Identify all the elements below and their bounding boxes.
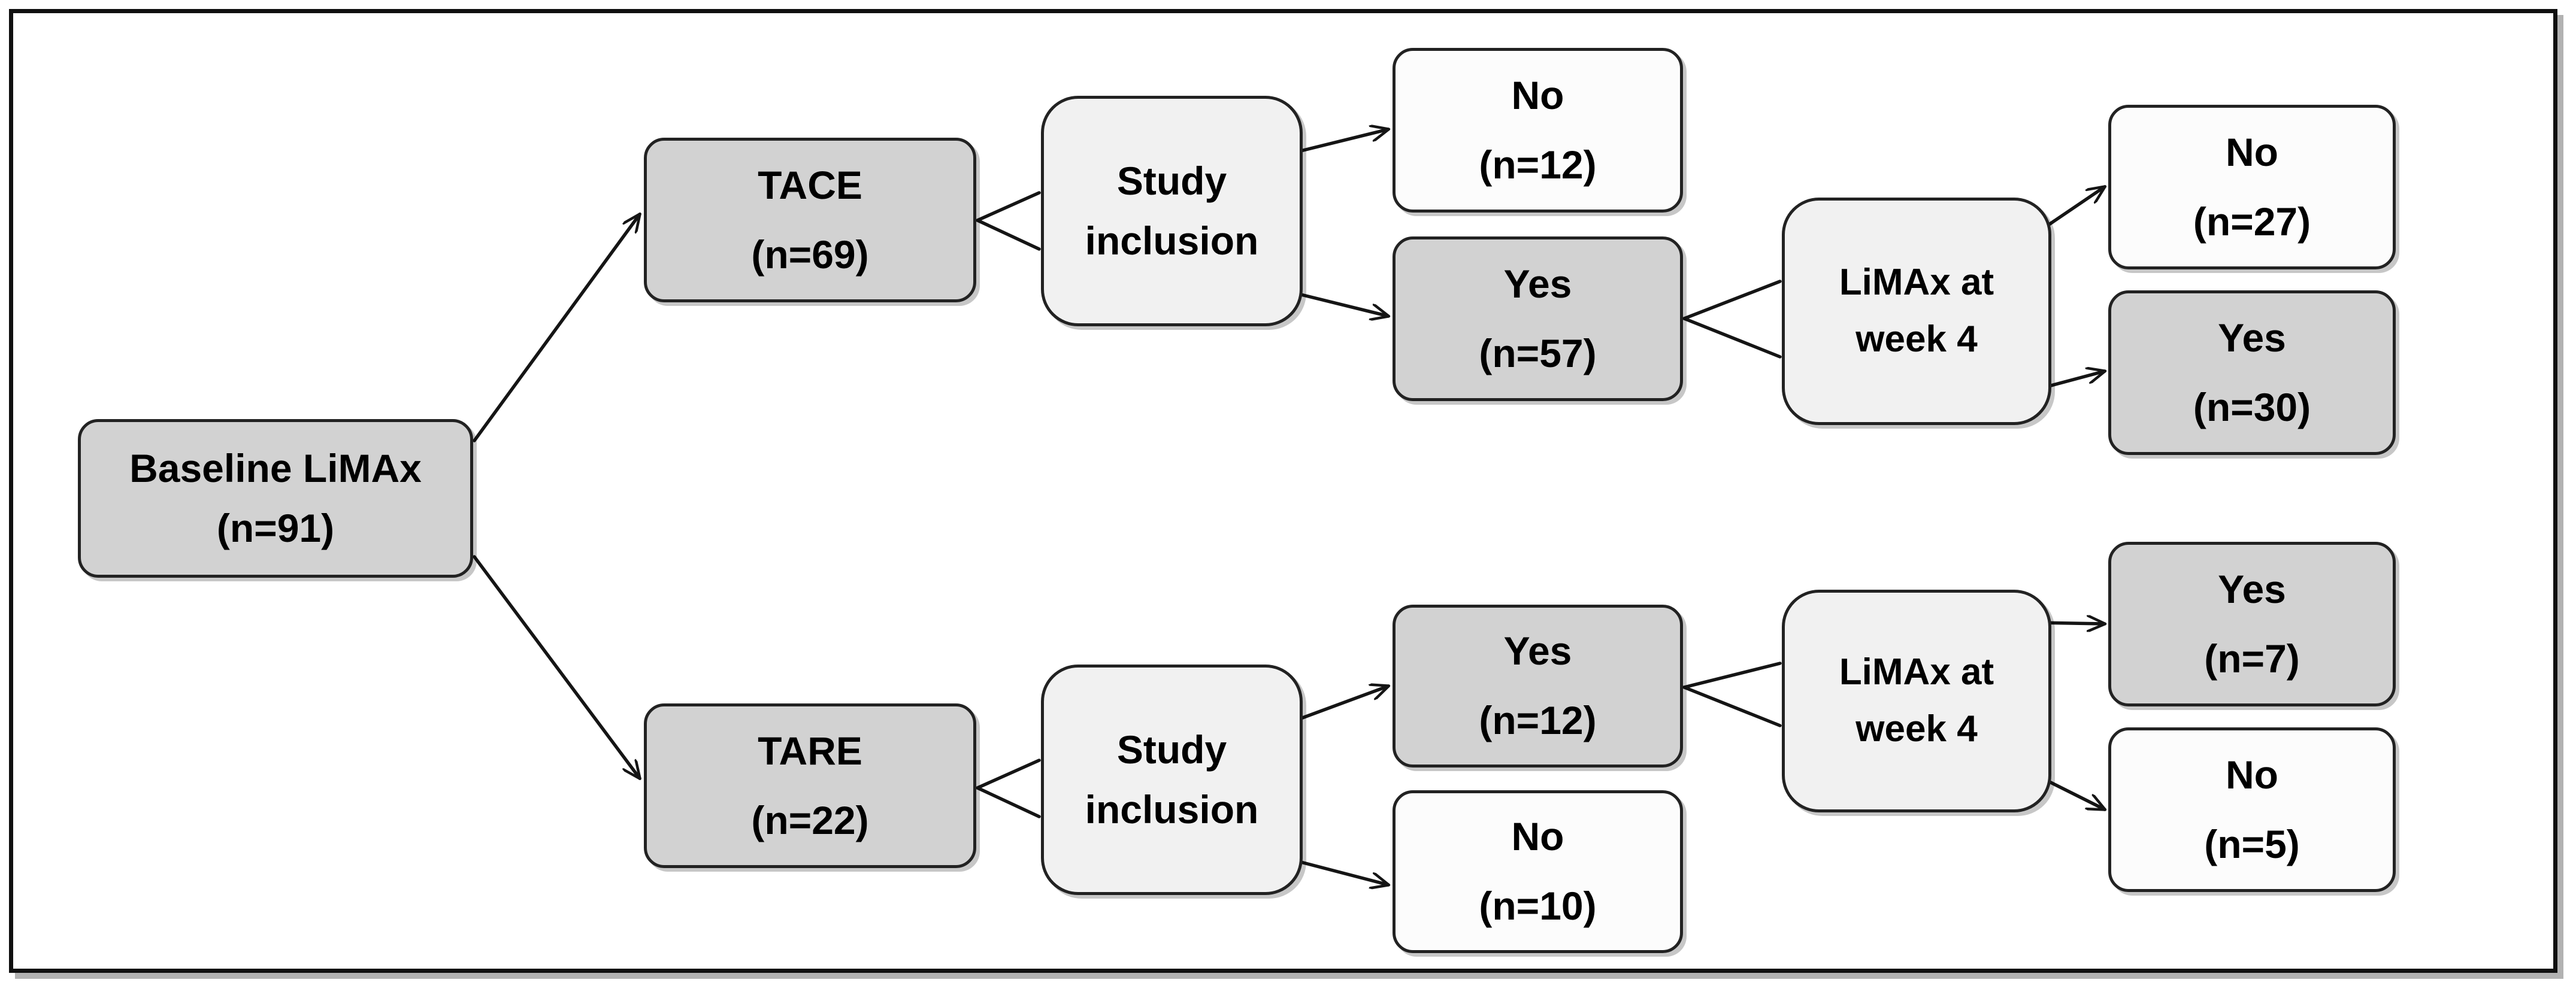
node-limax-week4-tare[interactable]: LiMAx at week 4	[1782, 590, 2051, 812]
edge-tare-to-inclusion-bottom	[973, 759, 1041, 818]
node-tace-inclusion-yes[interactable]: Yes (n=57)	[1393, 236, 1683, 401]
node-tace-week4-yes-label: Yes	[2218, 315, 2286, 360]
node-limax-week4-tace[interactable]: LiMAx at week 4	[1782, 198, 2051, 425]
edge-yes12-to-limax-bottom	[1679, 662, 1782, 727]
node-baseline-limax-count: (n=91)	[216, 505, 335, 550]
edge-inclusion-bottom-to-no10	[1299, 860, 1388, 885]
edge-inclusion-top-to-no12	[1299, 129, 1388, 153]
node-tare[interactable]: TARE (n=22)	[644, 703, 976, 868]
node-tace-week4-yes-count: (n=30)	[2193, 384, 2311, 429]
node-tace-inclusion-no[interactable]: No (n=12)	[1393, 48, 1683, 213]
node-tare-inclusion-no[interactable]: No (n=10)	[1393, 790, 1683, 953]
edge-baseline-to-tare	[473, 555, 640, 778]
node-tare-week4-yes-label: Yes	[2218, 566, 2286, 611]
node-study-inclusion-tace-label-1: Study	[1116, 158, 1227, 203]
node-study-inclusion-tace-label-2: inclusion	[1085, 218, 1259, 263]
node-tare-week4-yes[interactable]: Yes (n=7)	[2108, 542, 2396, 706]
node-tare-week4-no-label: No	[2226, 752, 2278, 797]
node-tare-label: TARE	[758, 728, 862, 773]
node-tace-inclusion-yes-count: (n=57)	[1479, 330, 1597, 375]
node-tare-week4-no-count: (n=5)	[2204, 821, 2300, 866]
node-tace-week4-no-label: No	[2226, 129, 2278, 174]
node-tare-inclusion-yes-count: (n=12)	[1479, 698, 1597, 742]
node-tare-inclusion-no-label: No	[1511, 814, 1564, 859]
node-tare-week4-no[interactable]: No (n=5)	[2108, 727, 2396, 892]
edge-inclusion-bottom-to-yes12	[1299, 686, 1388, 720]
edge-baseline-to-tace	[473, 214, 640, 442]
node-tace-inclusion-no-label: No	[1511, 72, 1564, 117]
node-limax-week4-tare-label-2: week 4	[1855, 708, 1978, 750]
node-study-inclusion-tare[interactable]: Study inclusion	[1041, 665, 1303, 895]
node-tace-inclusion-no-count: (n=12)	[1479, 142, 1597, 187]
node-tace-count: (n=69)	[751, 232, 869, 277]
edge-tace-to-inclusion-top	[973, 191, 1041, 251]
node-tare-inclusion-yes[interactable]: Yes (n=12)	[1393, 605, 1683, 768]
node-study-inclusion-tare-label-2: inclusion	[1085, 787, 1259, 832]
node-study-inclusion-tace[interactable]: Study inclusion	[1041, 96, 1303, 326]
node-tare-week4-yes-count: (n=7)	[2204, 636, 2300, 681]
node-tace-inclusion-yes-label: Yes	[1503, 261, 1572, 306]
edge-yes57-to-limax-top	[1679, 280, 1782, 359]
node-baseline-limax-label: Baseline LiMAx	[129, 445, 422, 490]
node-limax-week4-tace-label-2: week 4	[1855, 318, 1978, 360]
node-tace-week4-no[interactable]: No (n=27)	[2108, 105, 2396, 269]
node-tare-inclusion-no-count: (n=10)	[1479, 884, 1597, 928]
node-study-inclusion-tare-label-1: Study	[1116, 727, 1227, 772]
node-tace-week4-no-count: (n=27)	[2193, 199, 2311, 244]
node-tace[interactable]: TACE (n=69)	[644, 138, 976, 302]
node-baseline-limax[interactable]: Baseline LiMAx (n=91)	[78, 419, 473, 578]
node-tace-week4-yes[interactable]: Yes (n=30)	[2108, 290, 2396, 455]
node-tare-inclusion-yes-label: Yes	[1503, 629, 1572, 674]
node-limax-week4-tace-label-1: LiMAx at	[1839, 262, 1994, 304]
edge-inclusion-top-to-yes57	[1299, 293, 1388, 316]
node-limax-week4-tare-label-1: LiMAx at	[1839, 651, 1994, 693]
node-tare-count: (n=22)	[751, 797, 869, 842]
node-tace-label: TACE	[758, 162, 862, 207]
